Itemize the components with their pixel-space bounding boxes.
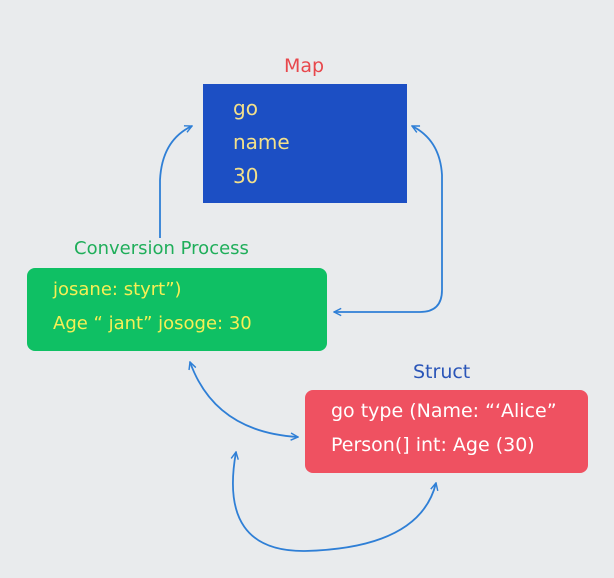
arrow-loop-bidirectional <box>233 452 436 552</box>
struct-title: Struct <box>413 361 471 383</box>
struct-line-1: go type (Name: “‘Alice” <box>331 400 557 422</box>
arrow-map-conversion-bidirectional <box>334 125 443 312</box>
struct-line-2: Person(] int: Age (30) <box>331 434 535 456</box>
conversion-process-title: Conversion Process <box>74 238 249 259</box>
map-line-1: go <box>233 96 258 120</box>
conversion-line-1: josane: styrt”) <box>53 279 182 300</box>
conversion-process-box: josane: styrt”) Age “ jant” josoge: 30 <box>27 268 327 351</box>
map-line-2: name <box>233 130 290 154</box>
struct-box: go type (Name: “‘Alice” Person(] int: Ag… <box>305 390 588 473</box>
map-title: Map <box>284 55 325 77</box>
arrow-conversion-struct-bidirectional <box>190 362 298 437</box>
arrow-conversion-to-map <box>159 126 192 238</box>
map-box: go name 30 <box>203 84 407 203</box>
conversion-line-2: Age “ jant” josoge: 30 <box>53 313 252 334</box>
map-line-3: 30 <box>233 164 259 188</box>
